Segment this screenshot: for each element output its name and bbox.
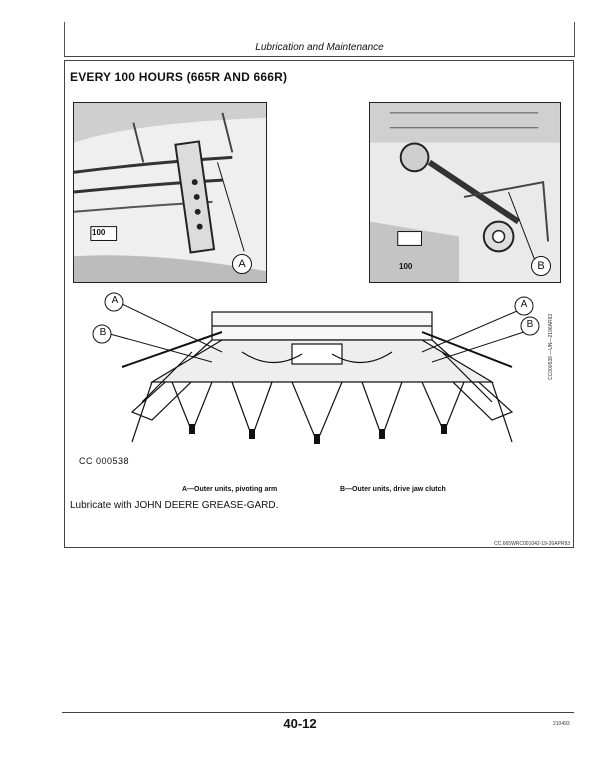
callout-b-drawing-left: B — [99, 327, 107, 338]
footer-date-code: 210493 — [553, 721, 570, 727]
callout-a-drawing-left: A — [111, 295, 119, 306]
section-heading: EVERY 100 HOURS (665R AND 666R) — [70, 70, 288, 84]
hour-badge-right: 100 — [399, 262, 413, 271]
figure-id: CC 000538 — [79, 456, 130, 466]
photo-pivoting-arm — [73, 102, 267, 283]
page-number: 40-12 — [283, 716, 317, 731]
footer-rule — [62, 712, 574, 713]
photo-drive-jaw-clutch-illustration — [370, 103, 560, 282]
frame-left-border — [64, 22, 65, 56]
reference-code: CC,665WRC001042-19-26APR93 — [494, 541, 570, 547]
header-line-drawing — [72, 292, 562, 452]
corn-head-illustration — [92, 292, 540, 444]
header-rule — [64, 56, 575, 57]
figure-side-code: CC000538 —UN—2196AR93 — [548, 313, 554, 380]
photo-pivoting-arm-illustration — [74, 103, 266, 282]
callout-b-right-photo: B — [531, 256, 551, 276]
lubrication-instruction: Lubricate with JOHN DEERE GREASE-GARD. — [70, 500, 279, 511]
callout-a-drawing-right: A — [520, 299, 528, 310]
procedure-box — [64, 60, 574, 548]
frame-right-border — [574, 22, 575, 56]
page-header: Lubrication and Maintenance — [255, 42, 384, 53]
callout-a-left-photo: A — [232, 254, 252, 274]
legend-a: A—Outer units, pivoting arm — [182, 486, 278, 493]
legend-b: B—Outer units, drive jaw clutch — [340, 486, 446, 493]
photo-drive-jaw-clutch — [369, 102, 561, 283]
hour-badge-left: 100 — [92, 228, 106, 237]
callout-b-drawing-right: B — [526, 319, 534, 330]
